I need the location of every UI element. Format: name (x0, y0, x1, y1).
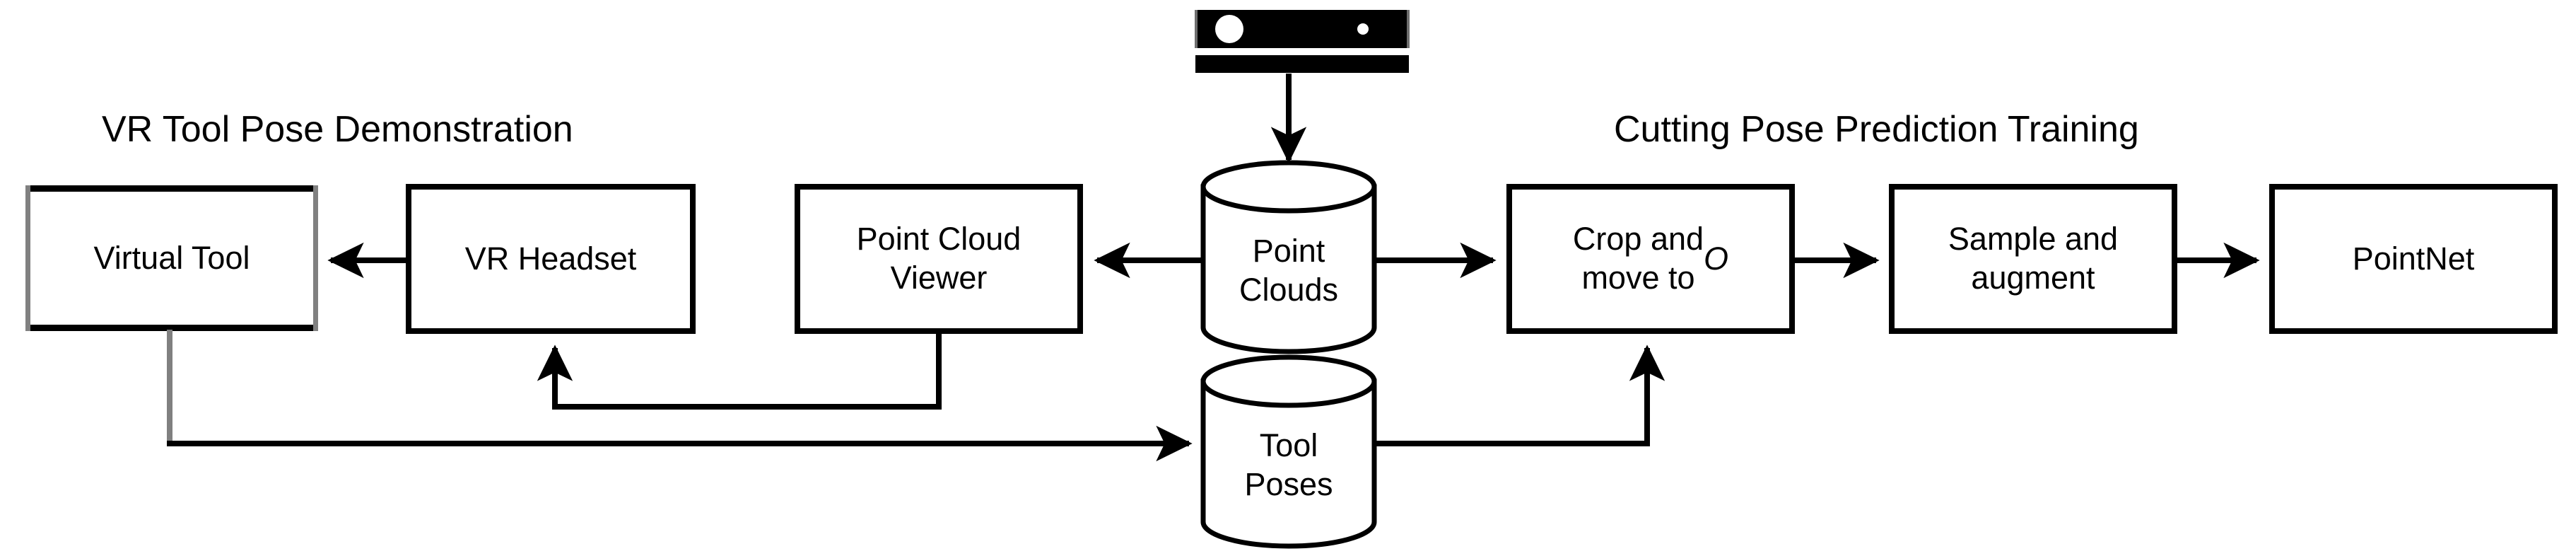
edge-viewer-to-vr-headset (537, 332, 942, 410)
node-crop-and-move-shape[interactable] (1506, 184, 1795, 334)
node-sample-and-augment-shape[interactable] (1889, 184, 2177, 334)
node-pointnet[interactable] (2269, 184, 2558, 334)
depth-camera-icon (1195, 10, 1410, 73)
edge-tool-poses-to-crop (1376, 344, 1665, 446)
node-virtual-tool-shape[interactable] (25, 185, 318, 331)
node-vr-headset[interactable] (406, 184, 696, 334)
node-virtual-tool[interactable] (25, 185, 318, 331)
node-point-cloud-viewer[interactable] (795, 184, 1083, 334)
depth-camera-icon-target[interactable] (1193, 8, 1412, 75)
section-title-cutting-pose-prediction-training: Cutting Pose Prediction Training (1614, 109, 2139, 150)
datastore-point-clouds[interactable] (1200, 161, 1377, 354)
node-sample-and-augment[interactable] (1889, 184, 2177, 334)
section-title-vr-tool-pose-demonstration: VR Tool Pose Demonstration (102, 109, 573, 150)
datastore-tool-poses[interactable] (1200, 356, 1377, 548)
node-point-cloud-viewer-shape[interactable] (795, 184, 1083, 334)
node-vr-headset-shape[interactable] (406, 184, 696, 334)
node-crop-and-move[interactable] (1506, 184, 1795, 334)
node-pointnet-shape[interactable] (2269, 184, 2558, 334)
datastore-tool-poses-shape[interactable] (1200, 354, 1377, 549)
datastore-point-clouds-shape[interactable] (1200, 160, 1377, 354)
